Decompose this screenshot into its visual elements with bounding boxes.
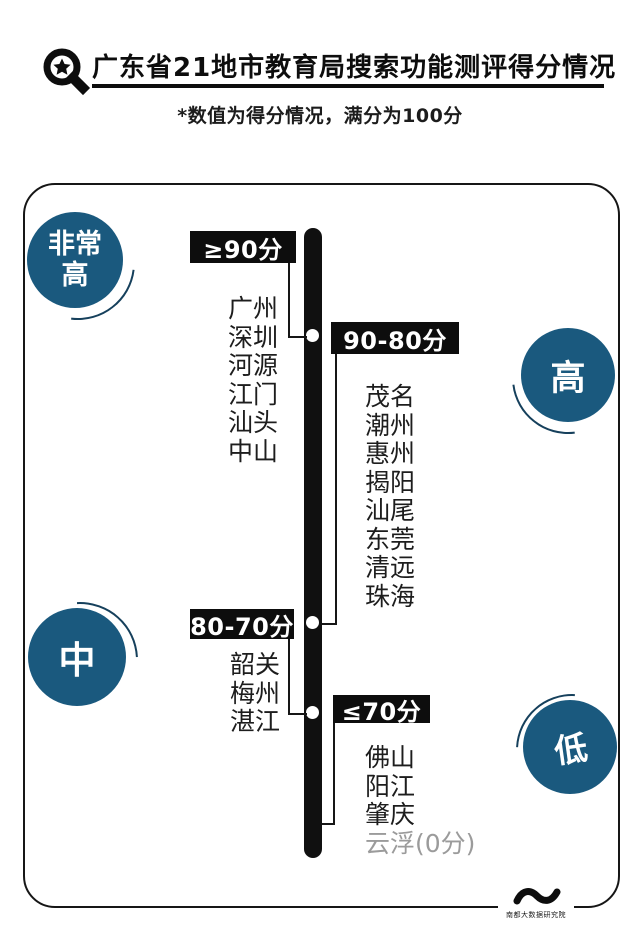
city-item: 汕尾 (365, 496, 416, 525)
city-item: 珠海 (365, 581, 416, 611)
city-item: 揭阳 (365, 467, 416, 497)
page-title: 广东省21地市教育局搜索功能测评得分情况 (92, 52, 617, 83)
city-item: 惠州 (365, 439, 416, 468)
city-item: 云浮(0分) (365, 828, 476, 858)
city-list-90-80: 茂名潮州惠州揭阳汕尾东莞清远珠海 (365, 382, 505, 611)
connector-le70 (322, 723, 335, 825)
score-axis-bar (304, 228, 322, 858)
city-item: 梅州 (229, 678, 280, 708)
city-list-80-70: 韶关梅州湛江 (170, 650, 280, 737)
logo-text: 南都大数据研究院 (506, 911, 566, 919)
city-item: 茂名 (365, 382, 416, 411)
subtitle-note: *数值为得分情况，满分为100分 (177, 105, 463, 127)
range-label-ge90: ≥90分 (190, 231, 296, 264)
city-item: 湛江 (229, 707, 280, 736)
city-item: 中山 (227, 436, 278, 466)
city-list-le70: 佛山阳江肇庆云浮(0分) (365, 743, 545, 858)
range-label-80-70: 80-70分 (190, 609, 294, 641)
range-label-le70: ≤70分 (333, 695, 430, 726)
city-item: 汕头 (227, 408, 278, 437)
city-item: 河源 (227, 351, 278, 380)
tier-label-medium: 中 (58, 639, 96, 682)
tier-circle-low: 低 (523, 700, 617, 794)
connector-ge90 (288, 263, 307, 338)
city-item: 阳江 (365, 771, 416, 801)
city-item: 广州 (227, 294, 278, 323)
connector-80-70 (288, 639, 307, 715)
city-item: 佛山 (365, 743, 416, 772)
tier-label-very-high: 非常高 (48, 229, 102, 291)
title-underline (92, 84, 604, 88)
axis-dot-90 (306, 329, 319, 342)
tier-circle-medium: 中 (28, 608, 126, 706)
axis-dot-70 (306, 706, 319, 719)
wave-logo-icon (513, 888, 561, 905)
city-item: 肇庆 (365, 800, 416, 829)
tier-circle-high: 高 (521, 328, 615, 422)
diagram-panel-border (23, 183, 620, 908)
search-star-icon (43, 48, 91, 96)
star-glyph (53, 58, 71, 75)
city-list-ge90: 广州深圳河源江门汕头中山 (170, 294, 278, 466)
city-item: 江门 (227, 379, 278, 409)
city-item: 东莞 (365, 524, 416, 554)
city-item: 深圳 (227, 322, 278, 352)
city-item: 潮州 (365, 410, 416, 440)
axis-dot-80 (306, 616, 319, 629)
city-item: 韶关 (229, 650, 280, 679)
tier-circle-very-high: 非常高 (27, 212, 123, 308)
connector-90-80 (322, 354, 337, 625)
tier-label-high: 高 (550, 358, 586, 399)
tier-label-low: 低 (551, 727, 590, 772)
range-label-90-80: 90-80分 (331, 322, 459, 355)
city-item: 清远 (365, 553, 416, 582)
